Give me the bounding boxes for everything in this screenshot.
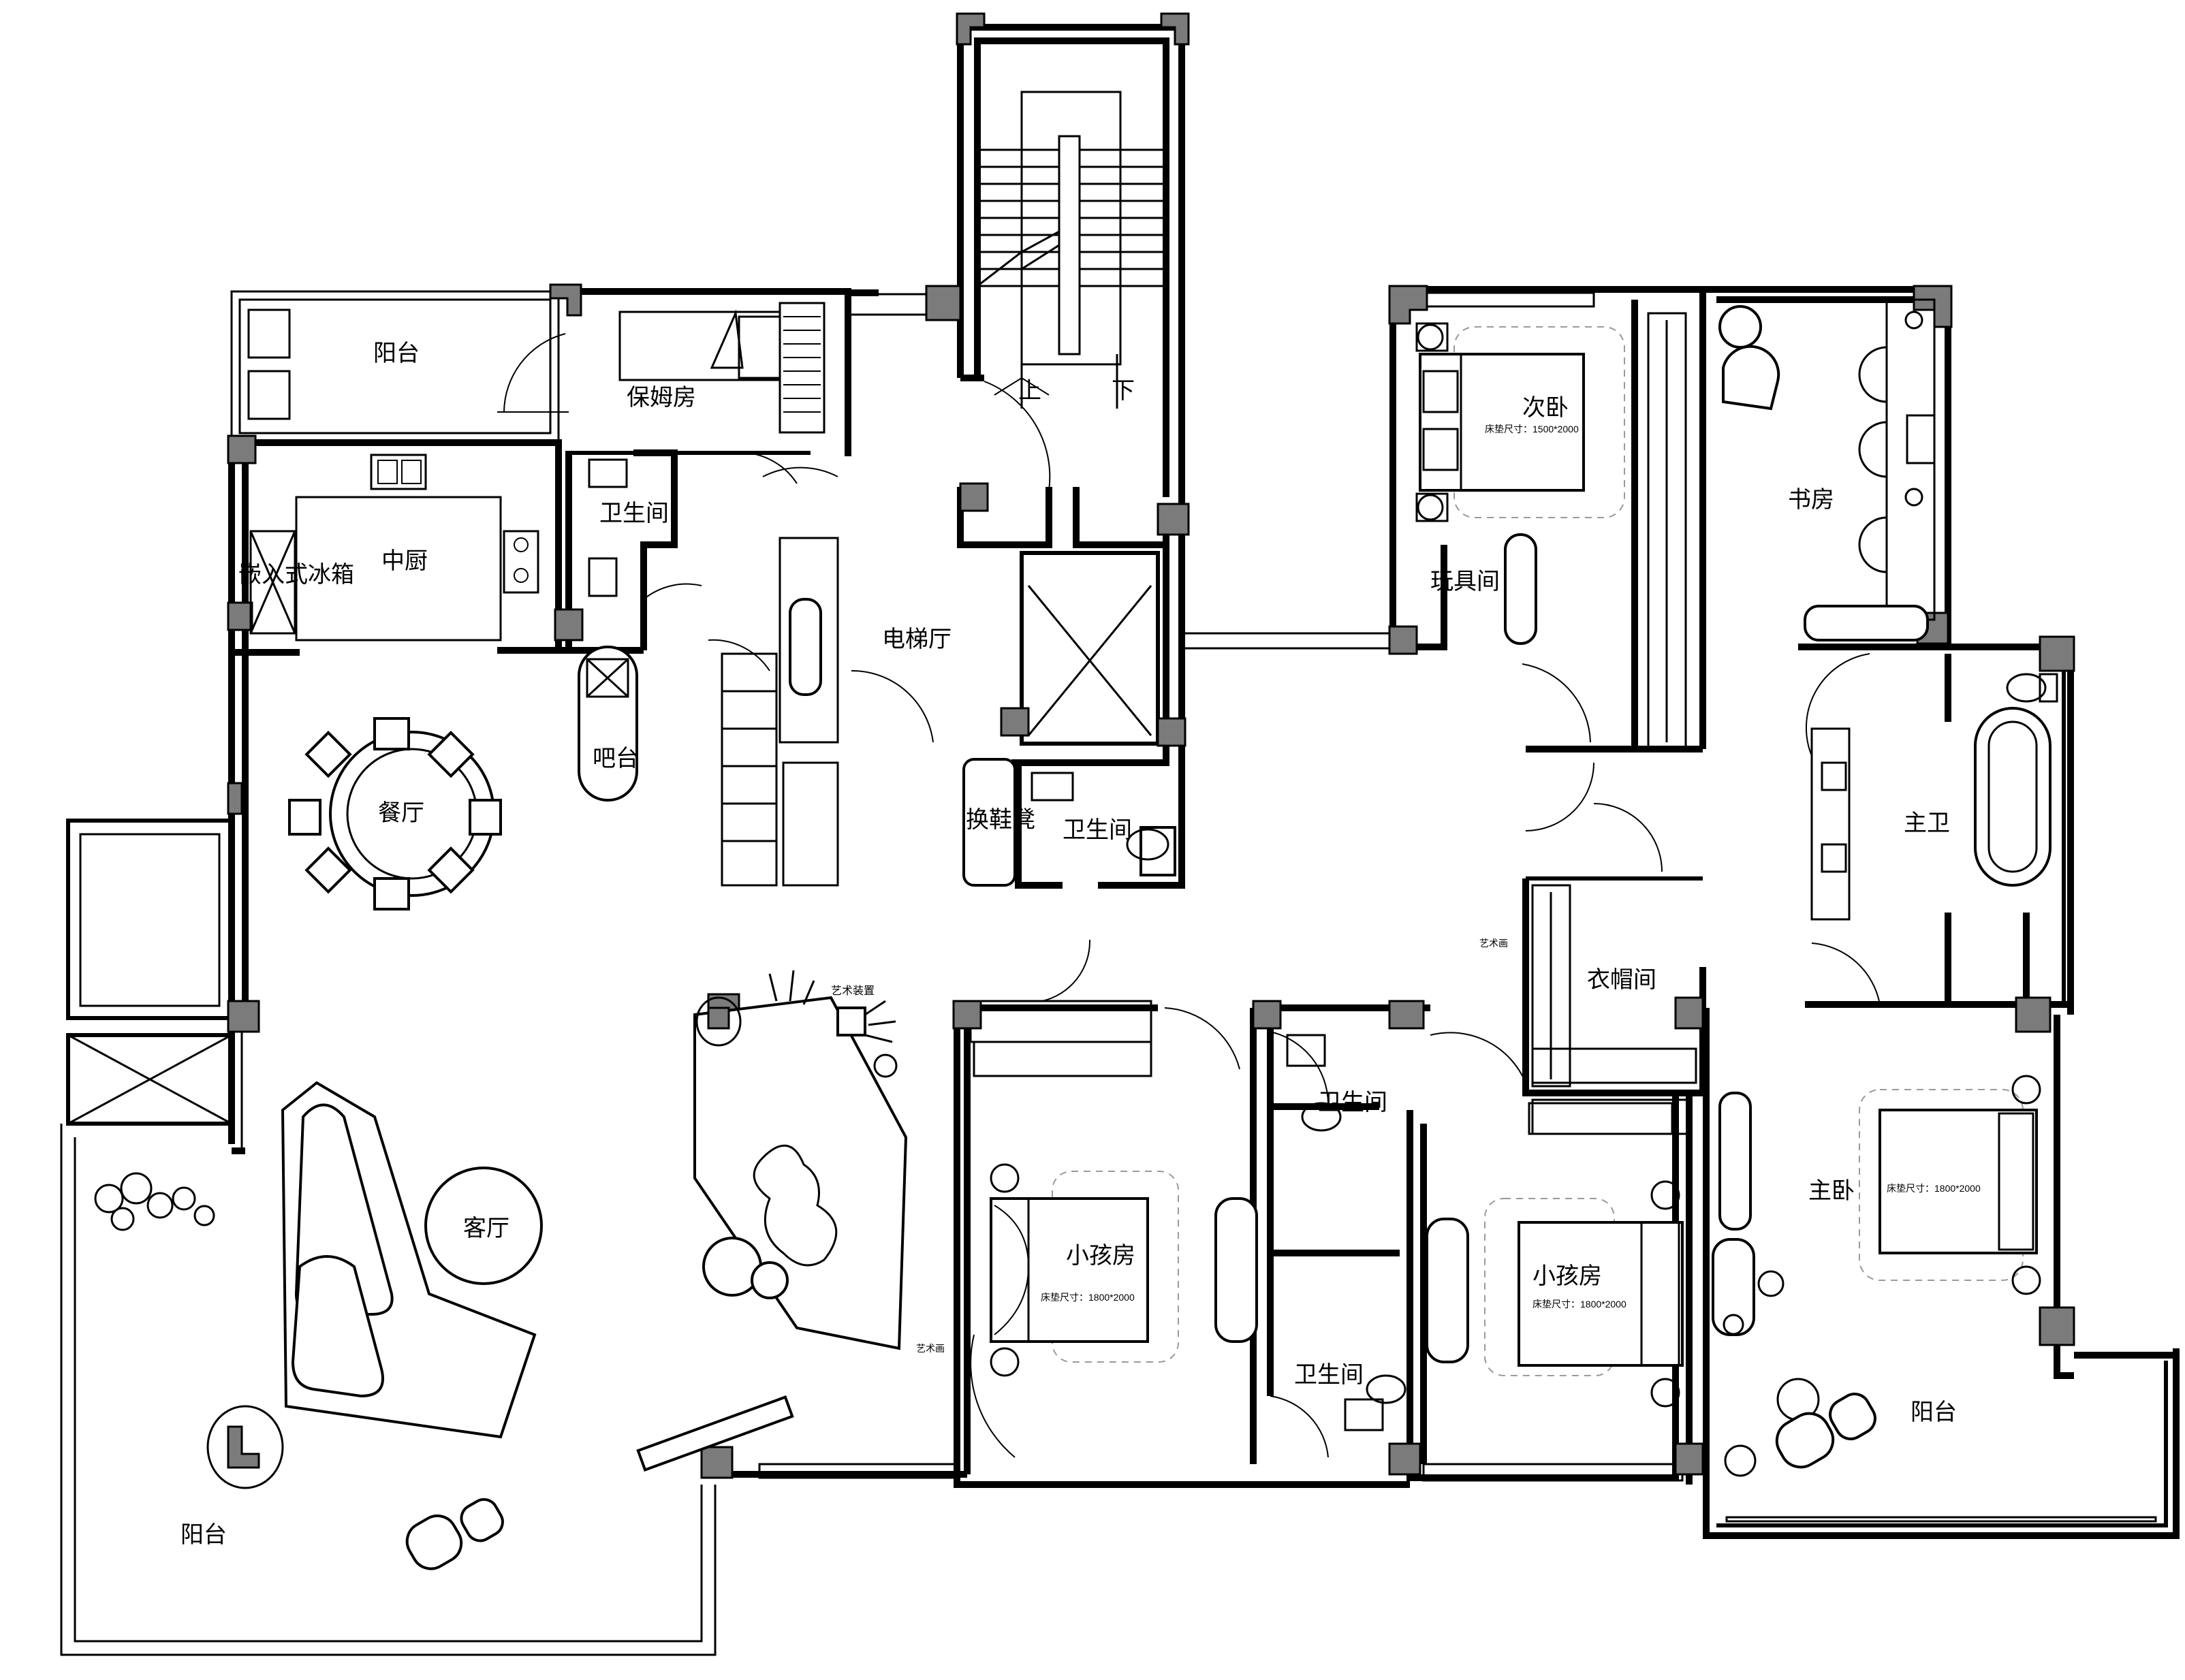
label-second-bed-size: 床垫尺寸：1500*2000 bbox=[1485, 424, 1579, 434]
cloakroom-furniture bbox=[1531, 884, 1697, 1135]
study-furniture bbox=[1718, 298, 1936, 641]
label-living-room: 客厅 bbox=[463, 1216, 509, 1241]
label-master-bed-size: 床垫尺寸：1800*2000 bbox=[1887, 1183, 1981, 1194]
label-kids-room-1: 小孩房 bbox=[1066, 1243, 1135, 1269]
dining-table bbox=[288, 717, 502, 910]
elevator-hall-furniture bbox=[721, 537, 1176, 887]
middle-bath-furniture bbox=[1214, 1034, 1469, 1431]
label-kitchen: 中厨 bbox=[381, 548, 428, 574]
label-stair-down: 下 bbox=[1112, 378, 1135, 404]
label-balcony-sw: 阳台 bbox=[180, 1522, 227, 1548]
label-art-installation: 艺术装置 bbox=[831, 985, 875, 997]
label-dining: 餐厅 bbox=[378, 800, 424, 826]
label-art-cloak: 艺术画 bbox=[1479, 938, 1508, 949]
label-fridge: 嵌入式冰箱 bbox=[238, 562, 354, 588]
label-toy-room: 玩具间 bbox=[1430, 569, 1500, 595]
label-bath-nanny: 卫生间 bbox=[599, 501, 669, 526]
label-bar: 吧台 bbox=[593, 746, 639, 772]
label-study: 书房 bbox=[1788, 487, 1834, 513]
label-nanny-room: 保姆房 bbox=[627, 385, 696, 411]
label-second-bedroom: 次卧 bbox=[1522, 395, 1569, 421]
master-bedroom-furniture bbox=[1712, 1075, 2041, 1477]
label-kids-bed-size-1: 床垫尺寸：1800*2000 bbox=[1041, 1292, 1135, 1303]
label-bath-hall: 卫生间 bbox=[1063, 817, 1132, 843]
label-bath-mid-bottom: 卫生间 bbox=[1294, 1362, 1364, 1388]
room-labels: 阳台 保姆房 中厨 嵌入式冰箱 卫生间 吧台 餐厅 电梯厅 上 下 换鞋凳 卫生… bbox=[180, 340, 1981, 1548]
label-stair-up: 上 bbox=[1018, 378, 1041, 404]
label-balcony-nw: 阳台 bbox=[373, 340, 420, 366]
label-art-kids: 艺术画 bbox=[916, 1343, 945, 1354]
label-balcony-se: 阳台 bbox=[1911, 1399, 1957, 1425]
label-elevator-hall: 电梯厅 bbox=[882, 627, 952, 652]
label-kids-room-2: 小孩房 bbox=[1532, 1263, 1602, 1289]
kids-room-2-furniture bbox=[1484, 1102, 1684, 1408]
second-bedroom-furniture bbox=[1415, 312, 1687, 750]
label-shoe-bench: 换鞋凳 bbox=[966, 807, 1035, 833]
doors bbox=[497, 333, 1881, 1458]
label-master-bedroom: 主卧 bbox=[1808, 1178, 1855, 1204]
label-master-bath: 主卫 bbox=[1904, 810, 1950, 836]
living-room-furniture bbox=[94, 970, 908, 1570]
kitchen-nanny-furniture bbox=[247, 302, 826, 802]
master-bath-furniture bbox=[1810, 673, 2058, 921]
staircase bbox=[977, 91, 1166, 409]
label-cloakroom: 衣帽间 bbox=[1587, 967, 1656, 993]
label-bath-mid-top: 卫生间 bbox=[1318, 1090, 1387, 1115]
label-kids-bed-size-2: 床垫尺寸：1800*2000 bbox=[1532, 1299, 1626, 1310]
kids-room-1-furniture bbox=[973, 1008, 1179, 1377]
